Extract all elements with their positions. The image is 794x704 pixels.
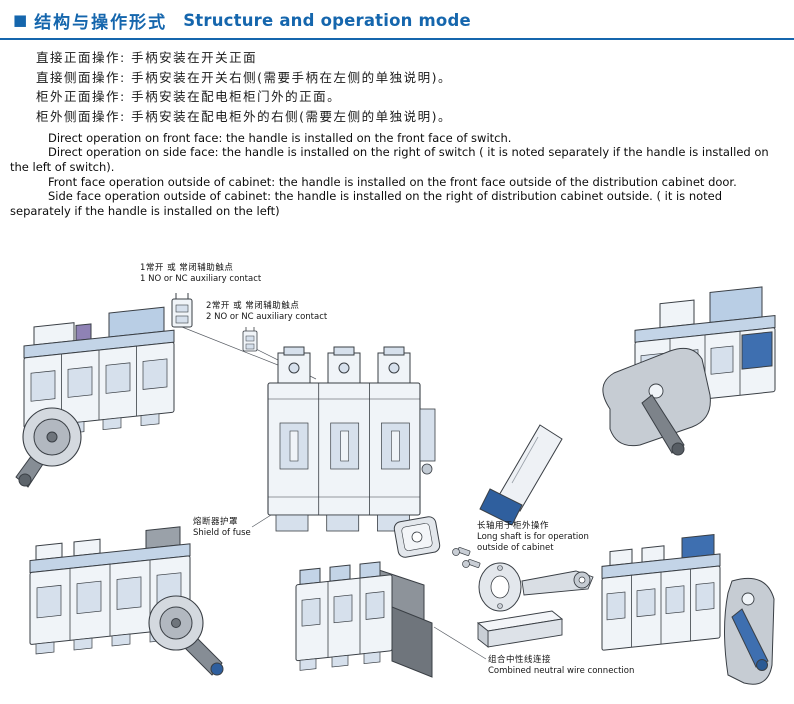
section-bullet-icon: ■	[13, 11, 28, 29]
callout-shaft-en-1: Long shaft is for operation	[477, 531, 589, 542]
switch-cabinet-side-illustration	[601, 533, 775, 685]
diagram-canvas	[15, 286, 776, 685]
callout-shaft-en-2: outside of cabinet	[477, 542, 554, 553]
intro-line-zh: 直接正面操作: 手柄安装在开关正面	[36, 50, 258, 65]
header-rule	[0, 38, 794, 40]
rotary-handle-icon	[15, 407, 82, 488]
diagram-area: 1常开 或 常闭辅助触点 1 NO or NC auxiliary contac…	[0, 255, 794, 691]
switch-cabinet-front-illustration	[602, 286, 776, 456]
section-title-zh: 结构与操作形式	[34, 13, 168, 33]
intro-paragraph-en: Direct operation on side face: the handl…	[10, 145, 769, 174]
switch-side-operation-illustration	[29, 525, 224, 676]
intro-paragraph-en: Side face operation outside of cabinet: …	[10, 189, 723, 219]
aux-contact-2-icon	[242, 326, 258, 352]
intro-paragraph-en: Front face operation outside of cabinet:…	[48, 174, 737, 189]
switch-center-assembly-illustration	[267, 346, 436, 532]
neutral-connection-icon	[391, 605, 433, 678]
callout-aux1-en: 1 NO or NC auxiliary contact	[140, 273, 262, 284]
callout-aux1: 1常开 或 常闭辅助触点 1 NO or NC auxiliary contac…	[140, 263, 261, 285]
rotary-handle-icon	[148, 595, 224, 676]
callout-aux2: 2常开 或 常闭辅助触点 2 NO or NC auxiliary contac…	[206, 301, 327, 323]
callout-neutral-zh: 组合中性线连接	[488, 654, 552, 665]
intro-paragraph-en: Direct operation on front face: the hand…	[48, 130, 512, 145]
switch-front-operation-illustration	[15, 306, 175, 488]
switch-neutral-connection-illustration	[295, 561, 433, 678]
callout-neutral: 组合中性线连接 Combined neutral wire connection	[488, 655, 634, 677]
callout-fuse: 熔断器护罩 Shield of fuse	[193, 517, 251, 539]
screws-illustration	[452, 546, 481, 568]
callout-aux1-zh: 1常开 或 常闭辅助触点	[140, 262, 234, 273]
section-title-en: Structure and operation mode	[183, 11, 471, 30]
mounting-plate-illustration	[393, 515, 441, 558]
callout-fuse-en: Shield of fuse	[193, 527, 251, 538]
callout-neutral-en: Combined neutral wire connection	[488, 665, 635, 676]
intro-line-zh: 柜外正面操作: 手柄安装在配电柜柜门外的正面。	[36, 89, 342, 104]
intro-zh-block: 直接正面操作: 手柄安装在开关正面 直接侧面操作: 手柄安装在开关右侧(需要手柄…	[36, 51, 794, 123]
door-handle-icon	[641, 393, 685, 454]
section-header: ■ 结构与操作形式 Structure and operation mode	[0, 0, 794, 33]
long-shaft-bar-illustration	[476, 610, 564, 648]
callout-shaft: 长轴用于柜外操作 Long shaft is for operation out…	[477, 521, 589, 554]
aux-contact-1-icon	[171, 292, 193, 328]
callout-aux2-en: 2 NO or NC auxiliary contact	[206, 311, 328, 322]
callout-fuse-zh: 熔断器护罩	[193, 516, 239, 527]
intro-line-zh: 柜外侧面操作: 手柄安装在配电柜外的右侧(需要左侧的单独说明)。	[36, 108, 452, 124]
callout-aux2-zh: 2常开 或 常闭辅助触点	[206, 300, 300, 311]
door-handle-icon	[731, 607, 769, 668]
callout-shaft-zh: 长轴用于柜外操作	[477, 520, 550, 531]
shaft-coupling-illustration	[478, 562, 594, 612]
intro-line-zh: 直接侧面操作: 手柄安装在开关右侧(需要手柄在左侧的单独说明)。	[36, 69, 452, 85]
leader-line	[433, 626, 487, 660]
long-shaft-handle-illustration	[479, 424, 563, 526]
intro-en-block: Direct operation on front face: the hand…	[10, 131, 784, 219]
